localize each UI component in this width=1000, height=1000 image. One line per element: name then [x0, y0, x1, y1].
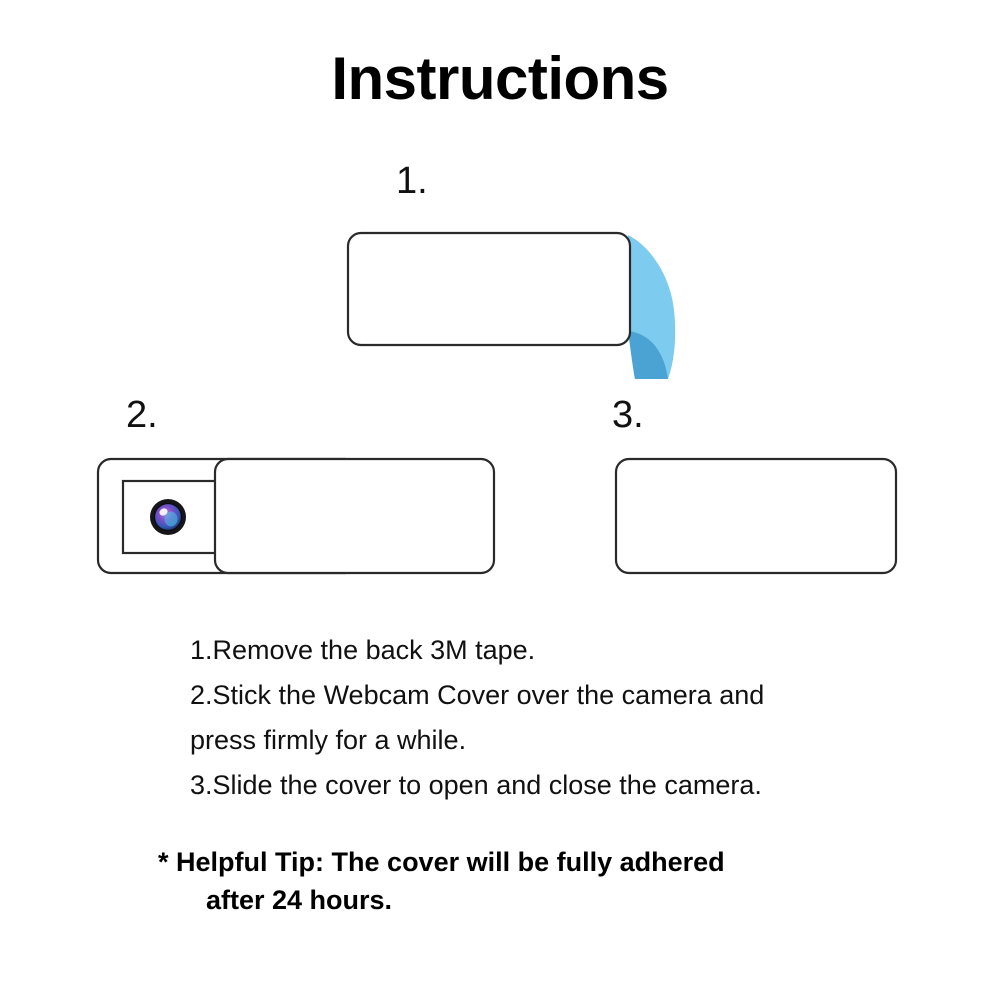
- lens-inner-ring: [153, 502, 183, 532]
- asterisk-marker: *: [158, 847, 169, 877]
- cover-body-outline: [346, 231, 632, 347]
- instruction-list: 1.Remove the back 3M tape. 2.Stick the W…: [190, 628, 890, 808]
- helpful-tip-label: Helpful Tip: [176, 847, 316, 877]
- step-3-number: 3.: [612, 394, 644, 436]
- tape-flap-dark-underside: [628, 331, 668, 379]
- helpful-tip-line-2: after 24 hours.: [206, 885, 393, 915]
- helpful-tip-colon: :: [315, 847, 325, 877]
- camera-lens-icon: [150, 499, 186, 535]
- lens-highlight: [159, 508, 168, 516]
- helpful-tip-text-1: The cover will be fully adhered: [331, 847, 725, 877]
- instruction-line-4: 3.Slide the cover to open and close the …: [190, 770, 762, 800]
- helpful-tip-line-1: * Helpful Tip: The cover will be fully a…: [158, 843, 958, 881]
- helpful-tip: * Helpful Tip: The cover will be fully a…: [158, 843, 958, 919]
- step-1-figure: [330, 215, 700, 395]
- lens-teal-reflection: [164, 511, 178, 527]
- step-2-figure: [85, 445, 515, 590]
- page-title: Instructions: [331, 45, 669, 112]
- step-3-figure: [600, 445, 920, 590]
- instruction-line-1: 1.Remove the back 3M tape.: [190, 635, 536, 665]
- sliding-cover-closed[interactable]: [614, 457, 898, 575]
- step-2-number: 2.: [126, 394, 158, 436]
- sliding-cover-open[interactable]: [213, 457, 496, 575]
- instruction-line-3: press firmly for a while.: [190, 725, 467, 755]
- step-1-number: 1.: [396, 160, 428, 202]
- instruction-line-2: 2.Stick the Webcam Cover over the camera…: [190, 680, 765, 710]
